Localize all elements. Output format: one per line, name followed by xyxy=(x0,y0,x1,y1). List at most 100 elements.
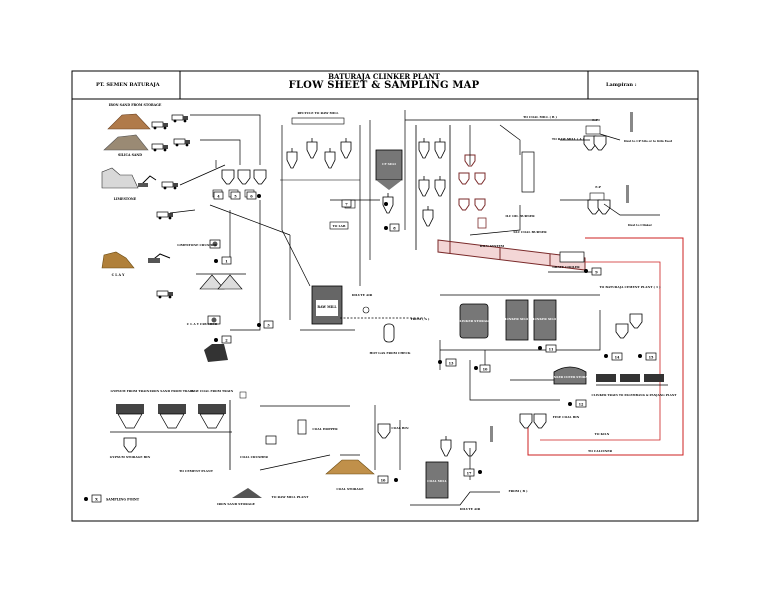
clinker-storage-label: CLINKER STORAGE xyxy=(457,319,491,323)
fine-coal-label: FINE COAL BIN xyxy=(553,415,580,419)
to-kiln-label: TO KILN xyxy=(595,432,610,436)
clay-label: C L A Y xyxy=(112,273,126,277)
coal-crusher-area xyxy=(232,405,350,498)
left-conveyors xyxy=(179,114,291,331)
sampling-dots xyxy=(214,194,642,482)
limestone-label: LIMESTONE xyxy=(114,197,137,201)
svg-text:8: 8 xyxy=(393,227,396,231)
dust-cooler-label: Dust to Clinker xyxy=(628,223,653,227)
clinker-train xyxy=(596,313,668,386)
coal-mill-label: COAL MILL xyxy=(427,479,447,483)
to-baturaja-label: TO BATURAJA CEMENT PLANT ( 1 ) xyxy=(599,285,661,289)
recycle-silos xyxy=(280,117,360,181)
coal-bin-label: COAL BIN xyxy=(391,426,408,430)
raw-mill-label: RAW MILL xyxy=(317,305,337,309)
svg-text:12: 12 xyxy=(579,403,584,407)
sampling-point-12 xyxy=(575,399,587,408)
limestone-crusher-label: LIMESTONE CRUSHER xyxy=(177,243,217,247)
ep-label-2: E.P xyxy=(595,185,601,189)
fine-coal-bins xyxy=(500,399,560,429)
dilute-air-label: DILUTE AIR xyxy=(352,293,373,297)
to-raw-mill-a-label: TO RAW MILL ( A ) xyxy=(552,137,585,141)
to-calciner-label: TO CALCINER xyxy=(588,449,613,453)
sampling-point-1 xyxy=(221,256,232,265)
silica-sand-label: SILICA SAND xyxy=(118,153,142,157)
clinker-silo-1-label: CLINKER SILO 1 xyxy=(503,317,532,321)
ep-units xyxy=(521,112,633,215)
sampling-point-8 xyxy=(389,223,400,232)
sampling-point-3 xyxy=(263,320,274,329)
svg-text:7: 7 xyxy=(345,203,348,207)
svg-text:1: 1 xyxy=(225,260,228,264)
clinker-silo-2-label: CLINKER SILO 2 xyxy=(531,317,560,321)
recycle-label: RECYCLE TO RAW MILL xyxy=(297,111,339,115)
sampling-point-13 xyxy=(445,358,457,367)
header-lampiran: Lampiran : xyxy=(606,82,637,88)
svg-text:5: 5 xyxy=(234,195,237,199)
iron-storage-label: IRON SAND STORAGE xyxy=(217,502,256,506)
svg-text:17: 17 xyxy=(467,472,472,476)
raw-mill-ducts xyxy=(281,110,600,287)
sampling-points: 1 2 3 4 5 6 7 8 9 10 11 12 13 14 15 16 1… xyxy=(213,191,657,484)
svg-text:10: 10 xyxy=(483,368,488,372)
sampling-point-11 xyxy=(545,344,557,353)
legend-x: X xyxy=(95,498,98,502)
sampling-point-15 xyxy=(645,352,657,361)
svg-text:13: 13 xyxy=(449,362,454,366)
cf-silo-label: CF SILO xyxy=(382,162,396,166)
to-lab-label: TO LAB xyxy=(333,224,346,228)
to-coal-mill-label: TO COAL MILL ( B ) xyxy=(523,115,557,119)
silica-sand-pile xyxy=(103,134,191,152)
limestone-quarry xyxy=(101,167,179,190)
header-title: FLOW SHEET & SAMPLING MAP xyxy=(288,80,480,91)
svg-text:3: 3 xyxy=(267,324,270,328)
dilute-air-label-2: DILUTE AIR xyxy=(460,507,481,511)
slc-coal-label: SLC COAL BURNER xyxy=(513,230,547,234)
gypsum-train-label: GYPSUM FROM TRAIN xyxy=(111,389,150,393)
sampling-point-17 xyxy=(463,468,475,477)
svg-text:6: 6 xyxy=(250,195,253,199)
coal-hopper-label: COAL HOPPER xyxy=(312,427,338,431)
svg-text:14: 14 xyxy=(615,356,620,360)
clay-pile xyxy=(101,251,171,269)
sampling-point-16 xyxy=(377,475,389,484)
coal-bin xyxy=(374,405,401,470)
sampling-point-9 xyxy=(591,267,602,276)
legend: X SAMPLING POINT xyxy=(84,494,140,503)
train-unloading xyxy=(110,391,247,470)
sampling-point-10 xyxy=(479,364,491,373)
coal-storage-label: COAL STORAGE xyxy=(336,487,364,491)
grate-cooler-label: GRATE COOLER xyxy=(552,265,580,269)
cf-silo xyxy=(329,149,403,230)
raw-mill xyxy=(300,285,355,331)
preheater-tower xyxy=(415,125,487,250)
svg-text:4: 4 xyxy=(217,195,220,199)
raw-material-hoppers xyxy=(209,169,291,236)
svg-text:11: 11 xyxy=(549,348,554,352)
raw-coal-train-label: RAW COAL FROM TRAIN xyxy=(191,389,234,393)
to-cement-label: TO CEMENT PLANT xyxy=(179,469,214,473)
dust-ep-label: Dust to CP Silo or to Kiln Feed xyxy=(624,139,672,143)
sampling-point-5 xyxy=(230,191,241,200)
clay-crusher-area xyxy=(204,315,228,362)
hot-gas-label: HOT GAS FROM CHECK xyxy=(370,351,411,355)
svg-text:15: 15 xyxy=(649,356,654,360)
svg-text:9: 9 xyxy=(595,271,598,275)
clinker-cover-storage xyxy=(510,366,587,385)
clinker-cover-label: CLINKER COVER STORAGE xyxy=(548,375,592,379)
limestone-crusher-area xyxy=(156,209,221,249)
kiln-system-label: KILN SYSTEM xyxy=(480,244,505,248)
coal-crusher-label: COAL CRUSHER xyxy=(240,455,268,459)
gas-ducts xyxy=(469,124,660,236)
iron-train-label: IRON SAND FROM TRAIN xyxy=(150,389,194,393)
svg-text:2: 2 xyxy=(225,339,228,343)
clinker-train-label: CLINKER TRAIN TO PALEMBANG & PANJANG PLA… xyxy=(592,393,678,397)
sheet-border xyxy=(71,70,699,522)
to-raw-mill-plant-label: TO RAW MILL PLANT xyxy=(272,495,309,499)
coal-storage-pile xyxy=(325,454,375,475)
iron-sand-label: IRON SAND FROM STORAGE xyxy=(109,103,162,107)
hot-gas-equipment xyxy=(340,306,425,343)
sampling-point-4 xyxy=(213,191,224,200)
legend-label: SAMPLING POINT xyxy=(106,498,140,502)
